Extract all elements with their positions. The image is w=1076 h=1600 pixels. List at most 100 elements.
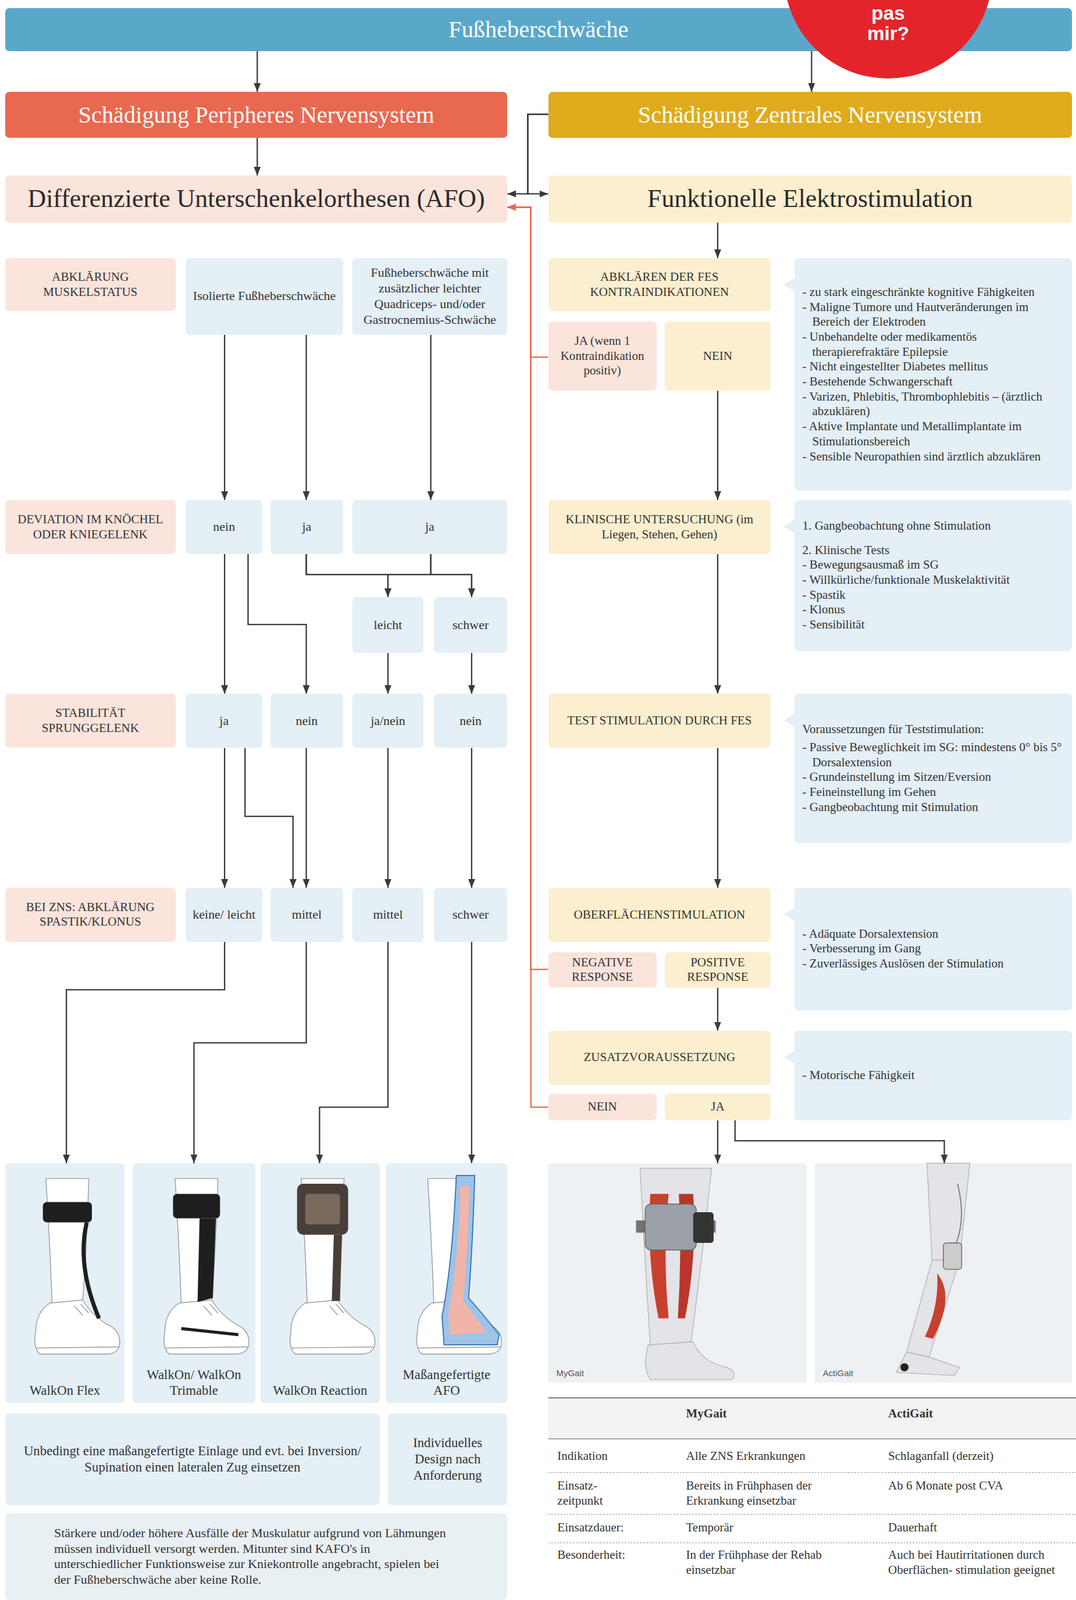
info-panel: 1. Gangbeobachtung ohne Stimulation2. Kl… [794, 500, 1072, 652]
orthosis-cuff [43, 1202, 92, 1224]
node-text: TEST STIMULATION DURCH FES [554, 713, 765, 729]
connector [319, 942, 388, 1164]
step-box: NEIN [664, 321, 772, 391]
note-box: Stärkere und/oder höhere Ausfälle der Mu… [5, 1513, 508, 1600]
criterion-box: STABILITÄT SPRUNGGELENK [5, 693, 176, 748]
node-text: - Sensible Neuropathien sind ärztlich ab… [802, 449, 1064, 465]
branch-box: NEGATIVE RESPONSE [548, 952, 657, 989]
node-text: - Varizen, Phlebitis, Thrombophlebitis –… [802, 389, 1064, 420]
table-cell: Temporär [686, 1520, 865, 1537]
connector [717, 988, 719, 1032]
node-text: NEIN [670, 348, 765, 365]
node-text: nein [437, 713, 504, 730]
node-text: POSITIVE RESPONSE [670, 955, 765, 986]
cell-text: Einsatz- zeitpunkt [557, 1479, 639, 1509]
table-rule [548, 1543, 1076, 1544]
connector [471, 747, 473, 888]
node-text: - Klonus [802, 602, 1064, 618]
connector [810, 51, 812, 92]
connector [735, 1120, 945, 1164]
callout-pointer [784, 277, 796, 292]
table-cell: Dauerhaft [888, 1520, 1070, 1537]
node-text: mittel [356, 907, 420, 924]
branch-box: JA (wenn 1 Kontraindikation positiv) [548, 321, 657, 391]
cell-text: Besonderheit: [557, 1548, 670, 1564]
option-box: ja [185, 693, 263, 748]
product-ground [132, 1163, 256, 1404]
node-text: DEVIATION IM KNÖCHEL ODER KNIEGELENK [11, 512, 170, 543]
callout-pointer [784, 907, 796, 922]
connector [430, 554, 472, 598]
option-box: nein [185, 500, 263, 555]
cell-text: Alle ZNS Erkrankungen [686, 1449, 865, 1465]
step-box: ABKLÄREN DER FES KONTRAINDIKATIONEN [548, 258, 772, 312]
orthosis-cuff [173, 1194, 221, 1219]
node-text: Unbedingt eine maßangefertigte Einlage u… [15, 1443, 370, 1477]
branch-header: Schädigung Zentrales Nervensystem [548, 91, 1072, 138]
option-box: keine/ leicht [185, 888, 263, 943]
orthosis-illustration [164, 1178, 249, 1355]
connector [306, 554, 472, 598]
option-box: mittel [270, 888, 344, 943]
orthosis-pad [305, 1194, 341, 1225]
connector [256, 51, 258, 92]
table-cell: Alle ZNS Erkrankungen [686, 1449, 865, 1465]
node-text: WalkOn Reaction [264, 1383, 376, 1400]
node-text: - Sensibilität [802, 617, 1064, 633]
node-text: WalkOn Flex [9, 1383, 121, 1400]
table-rule [548, 1514, 1076, 1516]
connector [248, 554, 307, 694]
node-text: Schädigung Zentrales Nervensystem [558, 100, 1062, 130]
image-ground [548, 1163, 807, 1384]
table-cell: Auch bei Hautirritationen durch Oberfläc… [888, 1548, 1070, 1578]
node-text: leicht [356, 617, 420, 634]
node-text: 2. Klinische Tests [802, 543, 1064, 559]
foot-outline [896, 1352, 960, 1377]
info-panel: Voraussetzungen für Teststimulation:- Pa… [794, 693, 1072, 843]
callout-pointer [784, 713, 796, 729]
image-ground [814, 1163, 1072, 1384]
image-panel: MyGait [548, 1163, 807, 1384]
step-box: OBERFLÄCHENSTIMULATION [548, 888, 772, 943]
connector [471, 653, 473, 694]
connector [193, 942, 306, 1164]
node-text: - Zuverlässiges Auslösen der Stimulation [802, 956, 1064, 972]
device-illustration [636, 1169, 735, 1381]
option-box: ja/nein [352, 693, 425, 748]
connector [507, 207, 548, 1108]
node-text: - Maligne Tumore und Hautveränderungen i… [802, 300, 1064, 330]
info-panel: - zu stark eingeschränkte kognitive Fähi… [794, 258, 1072, 491]
cell-text: Bereits in Frühphasen der Erkrankung ein… [686, 1479, 865, 1509]
cell-text: MyGait [686, 1406, 860, 1423]
implant-unit [943, 1243, 963, 1271]
option-box: ja [270, 500, 344, 555]
node-text: - Aktive Implantate und Metallimplantate… [802, 419, 1064, 450]
connector [717, 1120, 719, 1164]
table-cell: ActiGait [888, 1406, 1062, 1423]
cell-text: Temporär [686, 1520, 865, 1537]
option-box: schwer [433, 597, 508, 654]
option-box: schwer [433, 888, 508, 943]
node-text: ABKLÄREN DER FES KONTRAINDIKATIONEN [554, 269, 765, 300]
section-box: Funktionelle Elektrostimulation [548, 175, 1072, 223]
node-text: Schädigung Peripheres Nervensystem [15, 100, 497, 130]
connector [387, 653, 389, 694]
node-text: NEGATIVE RESPONSE [552, 955, 653, 986]
node-text: - Bestehende Schwangerschaft [802, 374, 1064, 390]
callout-pointer [784, 1050, 796, 1065]
table-cell: Einsatz- zeitpunkt [557, 1479, 639, 1509]
table-rule [548, 1438, 1076, 1440]
node-text: - Nicht eingestellter Diabetes mellitus [802, 359, 1064, 375]
node-text: nein [274, 713, 340, 730]
connector [387, 554, 431, 598]
node-text: nein [189, 519, 259, 536]
product-ground [260, 1163, 380, 1404]
criterion-box: ABKLÄRUNG MUSKELSTATUS [5, 258, 176, 312]
heel-sensor [900, 1363, 909, 1373]
shoe-outline [164, 1300, 249, 1355]
node-text: ActiGait [822, 1368, 1064, 1380]
connector [223, 554, 226, 694]
node-text: JA [670, 1099, 765, 1115]
